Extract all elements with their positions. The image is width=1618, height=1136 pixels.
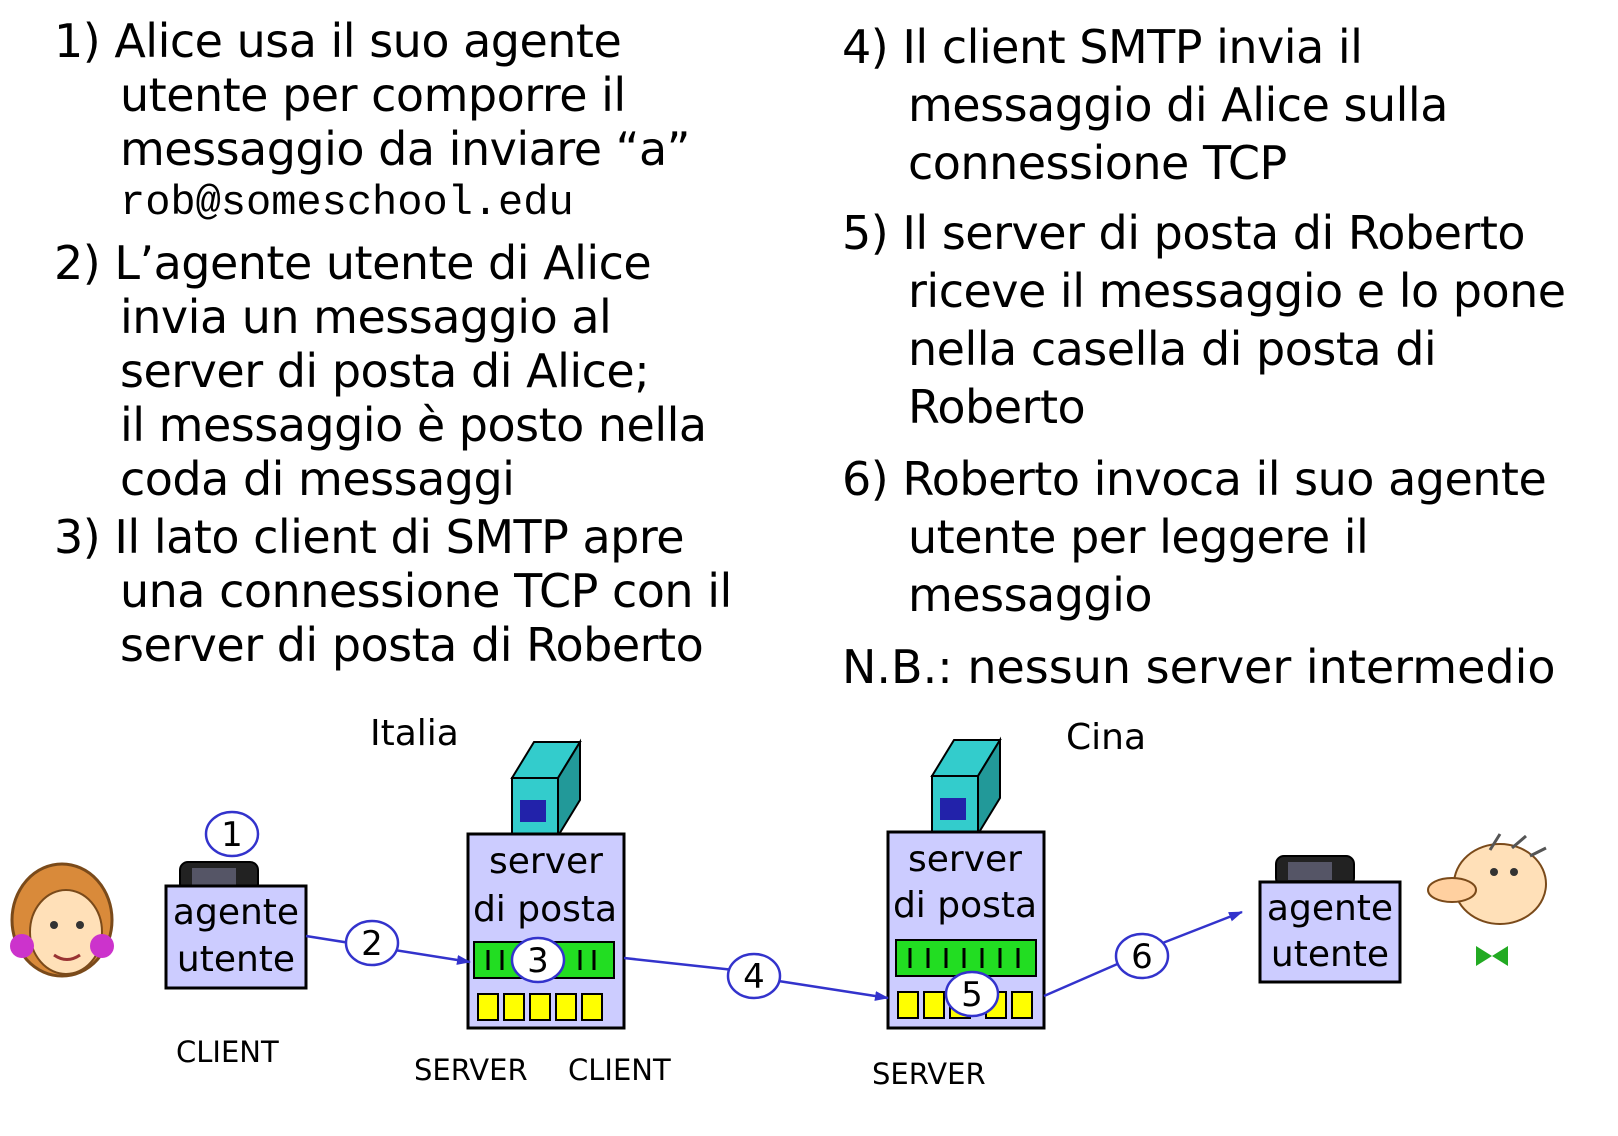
- step-marker-4-circle: [726, 952, 782, 1000]
- user-agent-right: [1258, 855, 1402, 984]
- step-6-line-3: messaggio: [908, 568, 1153, 622]
- step-1-line-3: messaggio da inviare “a”: [120, 122, 691, 176]
- step-2-number: 2): [54, 236, 101, 290]
- user-agent-right-label-1: agente: [1266, 888, 1394, 929]
- step-6-number: 6): [842, 452, 889, 506]
- step-1-line-1: Alice usa il suo agente: [114, 14, 622, 68]
- step-3-line-3: server di posta di Roberto: [120, 618, 704, 672]
- step-6-line-2: utente per leggere il: [908, 510, 1369, 564]
- step-5: 5) Il server di posta di Roberto riceve …: [842, 204, 1566, 436]
- step-5-line-2: riceve il messaggio e lo pone: [908, 264, 1566, 318]
- step-4-line-1: Il client SMTP invia il: [902, 20, 1363, 74]
- mail-server-left: [466, 738, 626, 1030]
- role-label-client-left: CLIENT: [176, 1035, 279, 1069]
- step-3: 3) Il lato client di SMTP apre una conne…: [54, 510, 732, 672]
- step-marker-2-circle: [344, 919, 400, 967]
- mail-server-right-label-2: di posta: [892, 885, 1038, 926]
- mail-server-left-label-1: server: [489, 841, 603, 882]
- step-2-line-1: L’agente utente di Alice: [114, 236, 652, 290]
- mail-server-right-label-1: server: [908, 839, 1022, 880]
- step-4-line-2: messaggio di Alice sulla: [908, 78, 1448, 132]
- step-marker-1: 1: [221, 815, 243, 855]
- step-marker-1-circle: [204, 810, 260, 858]
- step-4-line-3: connessione TCP: [908, 136, 1287, 190]
- user-agent-left-label-1: agente: [172, 892, 300, 933]
- line-server-to-step6: [1043, 960, 1123, 998]
- step-4: 4) Il client SMTP invia il messaggio di …: [842, 18, 1448, 192]
- role-label-server-left: SERVER: [414, 1053, 528, 1087]
- step-marker-5-circle: [944, 970, 1000, 1018]
- step-marker-3-circle: [510, 936, 566, 984]
- note-no-intermediate-server: N.B.: nessun server intermedio: [842, 640, 1556, 694]
- user-agent-left-label-2: utente: [176, 939, 296, 980]
- line-server-to-step4: [623, 956, 735, 972]
- step-5-line-4: Roberto: [908, 380, 1086, 434]
- mail-server-left-label-2: di posta: [472, 889, 618, 930]
- step-6: 6) Roberto invoca il suo agente utente p…: [842, 450, 1547, 624]
- arrow-step4-to-server: [771, 978, 889, 1001]
- bob-icon: [1427, 833, 1547, 966]
- arrow-step6-to-ua: [1159, 910, 1243, 946]
- step-marker-3: 3: [527, 941, 549, 981]
- region-label-china: Cina: [1066, 717, 1147, 758]
- role-label-client-mid: CLIENT: [568, 1053, 671, 1087]
- step-1: 1) Alice usa il suo agente utente per co…: [54, 14, 691, 230]
- step-2-line-5: coda di messaggi: [120, 452, 515, 506]
- step-3-number: 3): [54, 510, 101, 564]
- step-5-line-3: nella casella di posta di: [908, 322, 1437, 376]
- role-label-server-right: SERVER: [872, 1057, 986, 1091]
- step-6-line-1: Roberto invoca il suo agente: [902, 452, 1547, 506]
- step-2: 2) L’agente utente di Alice invia un mes…: [54, 236, 707, 506]
- step-marker-5: 5: [961, 975, 983, 1015]
- step-marker-2: 2: [361, 924, 383, 964]
- step-marker-4: 4: [743, 957, 765, 997]
- step-2-line-3: server di posta di Alice;: [120, 344, 650, 398]
- step-1-line-2: utente per comporre il: [120, 68, 626, 122]
- step-3-line-1: Il lato client di SMTP apre: [114, 510, 685, 564]
- step-3-line-2: una connessione TCP con il: [120, 564, 732, 618]
- step-5-number: 5): [842, 206, 889, 260]
- step-1-email: rob@someschool.edu: [120, 179, 574, 227]
- step-2-line-2: invia un messaggio al: [120, 290, 612, 344]
- user-agent-right-label-2: utente: [1270, 934, 1390, 975]
- step-marker-6: 6: [1131, 937, 1153, 977]
- step-4-number: 4): [842, 20, 889, 74]
- step-1-number: 1): [54, 14, 101, 68]
- step-5-line-1: Il server di posta di Roberto: [902, 206, 1526, 260]
- step-2-line-4: il messaggio è posto nella: [120, 398, 707, 452]
- user-agent-left: [164, 861, 308, 990]
- alice-icon: [10, 862, 114, 978]
- step-marker-6-circle: [1114, 932, 1170, 980]
- region-label-italy: Italia: [370, 713, 459, 754]
